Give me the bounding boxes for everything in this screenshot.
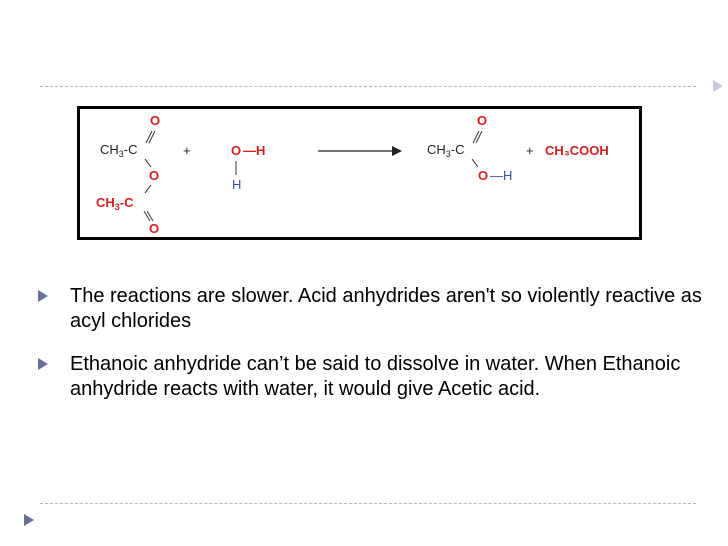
- list-item: Ethanoic anhydride can’t be said to diss…: [38, 352, 708, 402]
- reactant-carbonyl-oxygen-2: O: [149, 221, 159, 236]
- product-acetic-acid: CH₃COOH: [545, 143, 609, 158]
- list-item: The reactions are slower. Acid anhydride…: [38, 284, 708, 334]
- water-hydrogen-1: —H: [243, 143, 265, 158]
- water-hydrogen-2: H: [232, 177, 241, 192]
- product-carbonyl-oxygen: O: [477, 113, 487, 128]
- reaction-arrowhead-icon: [392, 146, 402, 156]
- bullet-arrow-icon: [38, 358, 48, 370]
- water-oxygen: O: [231, 143, 241, 158]
- product-hydroxyl-hydrogen: —H: [490, 168, 512, 183]
- reaction-equation: O CH3-C O CH3-C O + O —H H O CH3-C: [96, 113, 609, 236]
- bottom-divider: [40, 503, 696, 504]
- plus-sign-1: +: [183, 143, 191, 158]
- plus-sign-2: +: [526, 143, 534, 158]
- reactant-bridge-oxygen: O: [149, 168, 159, 183]
- reactant-ch3-1: CH3-C: [100, 142, 138, 159]
- product-ch3: CH3-C: [427, 142, 465, 159]
- top-divider: [40, 86, 696, 87]
- bullet-text: The reactions are slower. Acid anhydride…: [70, 285, 702, 332]
- product-hydroxyl-oxygen: O: [478, 168, 488, 183]
- next-slide-icon[interactable]: [713, 80, 723, 92]
- reactant-ch3-2: CH3-C: [96, 195, 134, 212]
- bullet-text: Ethanoic anhydride can’t be said to diss…: [70, 353, 681, 400]
- bullet-list: The reactions are slower. Acid anhydride…: [38, 284, 708, 420]
- bullet-arrow-icon: [38, 290, 48, 302]
- reaction-diagram: O CH3-C O CH3-C O + O —H H O CH3-C: [77, 106, 642, 240]
- reactant-carbonyl-oxygen-1: O: [150, 113, 160, 128]
- slide-nav-icon[interactable]: [24, 514, 34, 526]
